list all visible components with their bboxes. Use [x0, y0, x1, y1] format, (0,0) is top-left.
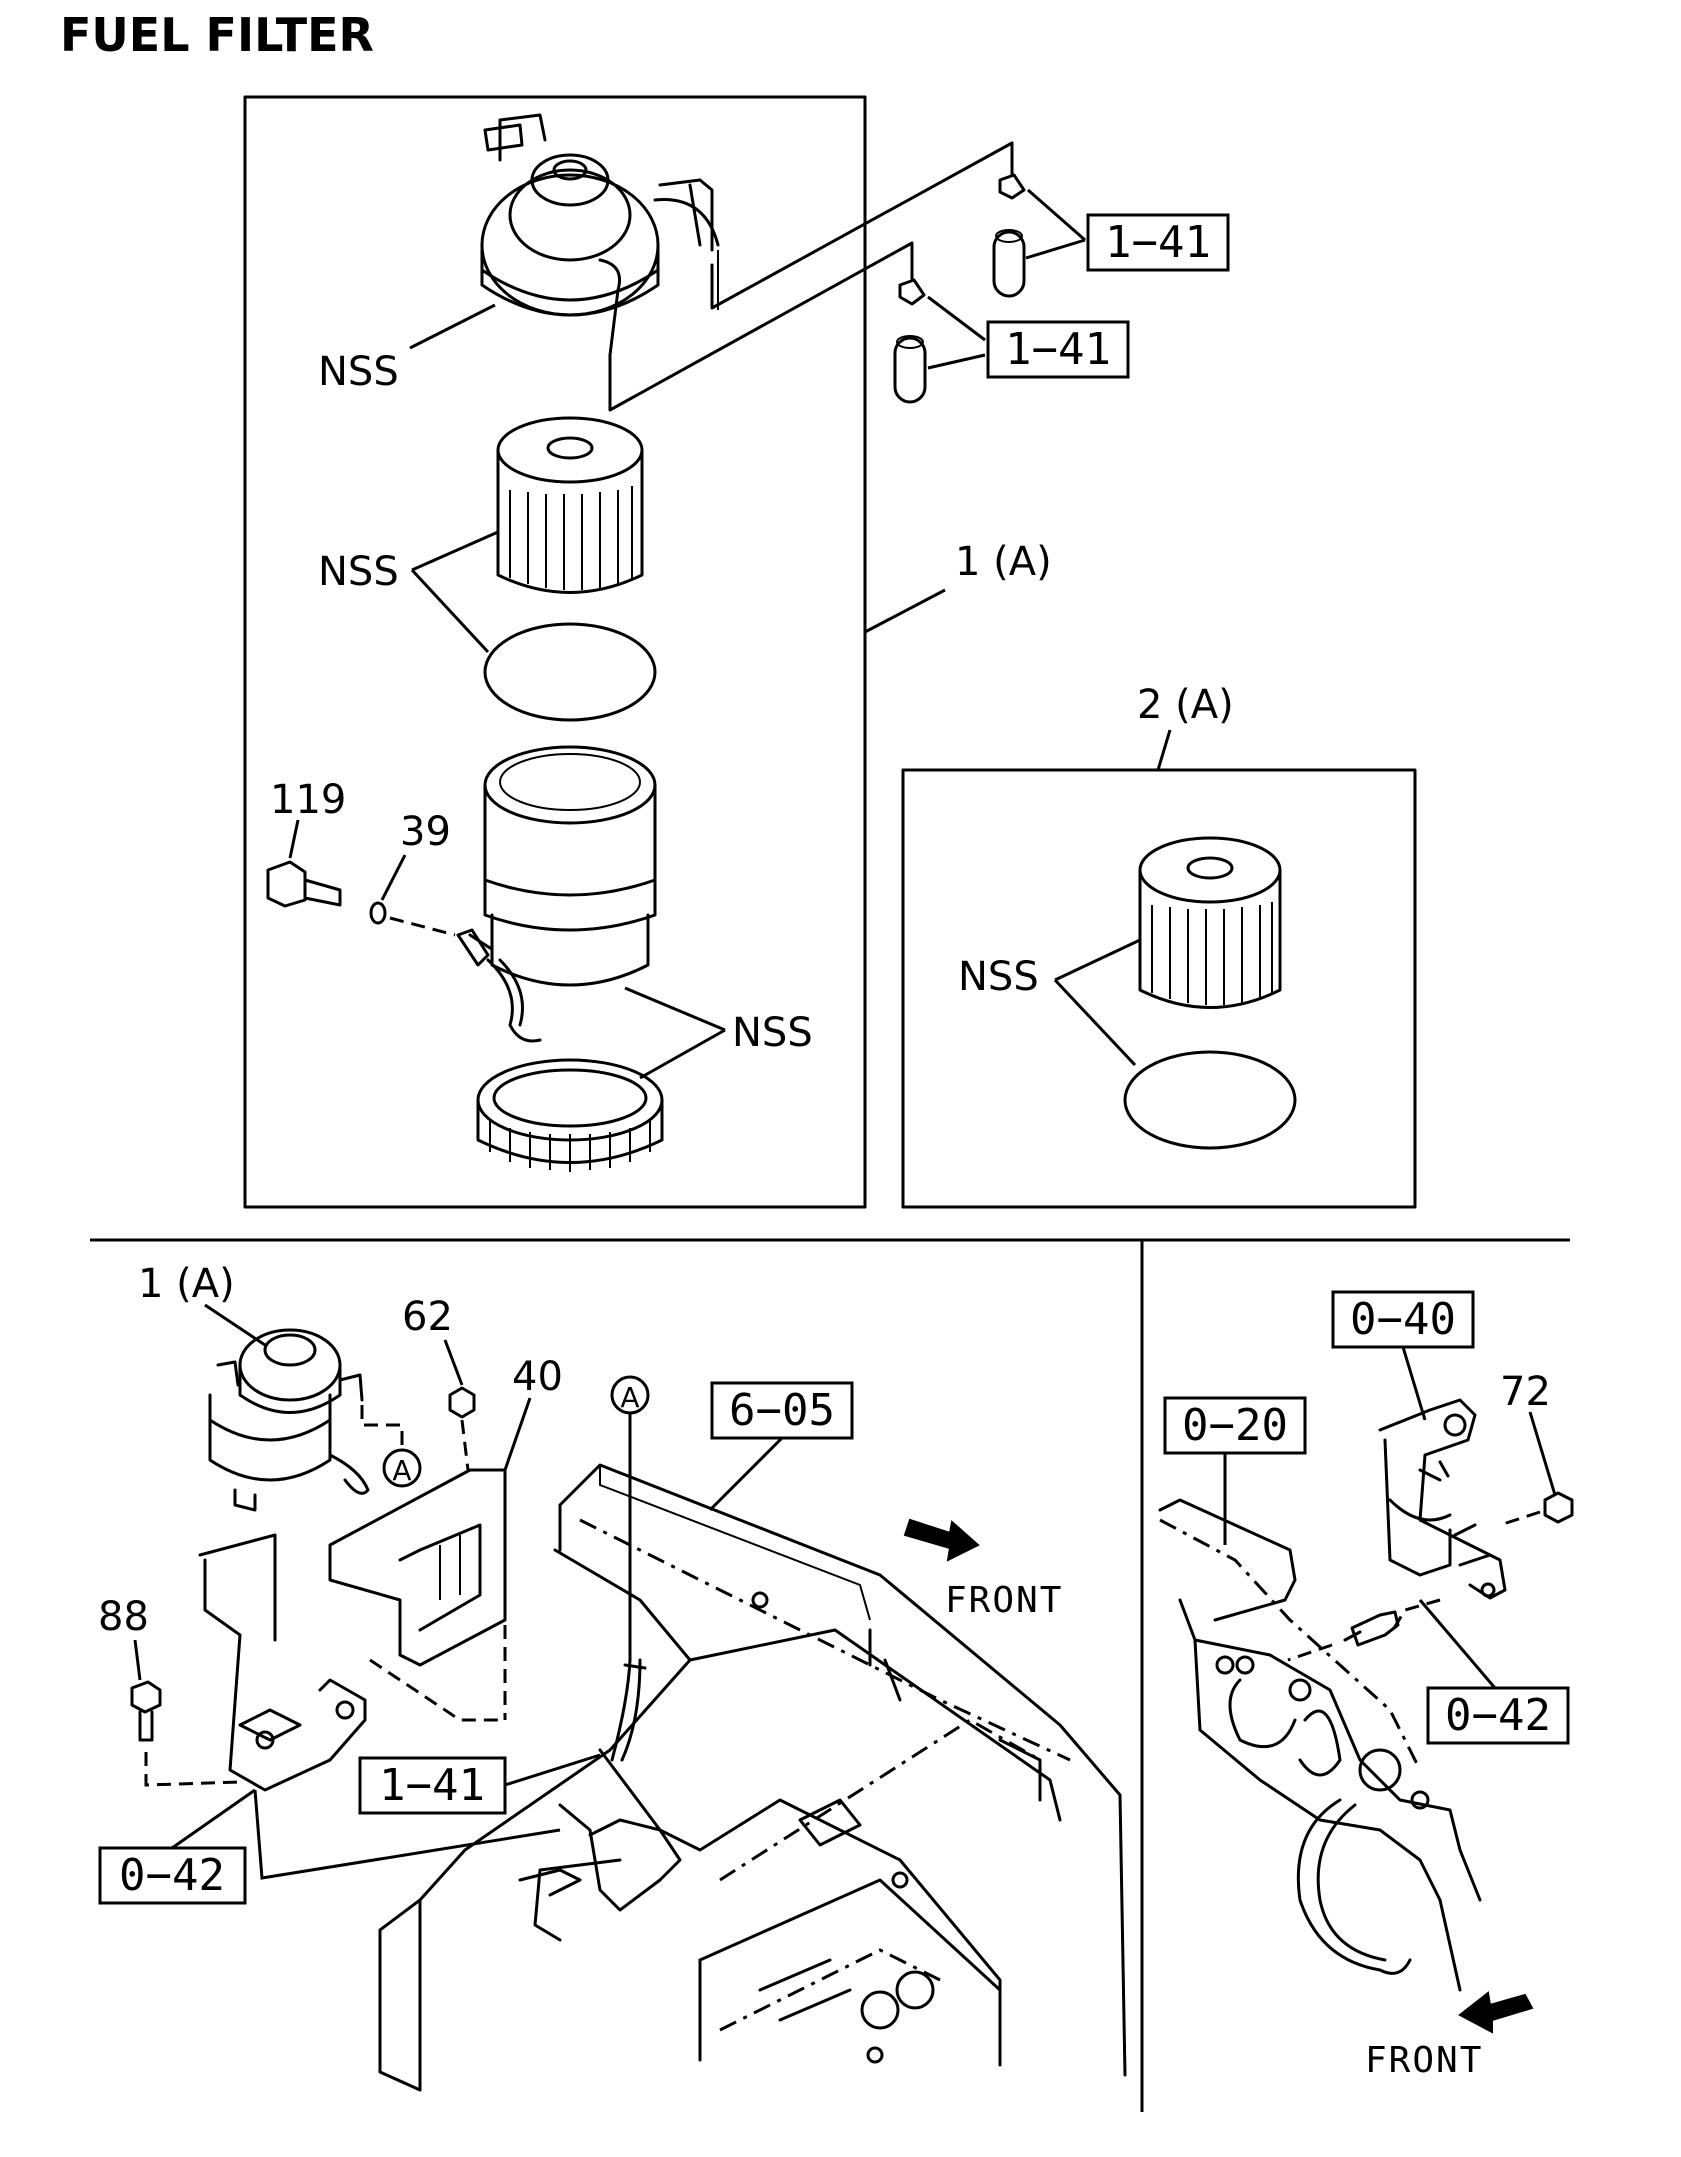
ref-box-frame-6-05[interactable] [710, 1381, 854, 1440]
front-arrow-left-icon [903, 1518, 980, 1562]
label-nss-element: NSS [318, 549, 399, 595]
clip-hose-lower [893, 278, 927, 404]
hose-route-upper [710, 141, 1014, 310]
label-nss-head: NSS [318, 349, 399, 395]
filter-bowl [456, 745, 657, 1043]
ref-hose-upper: 1−41 [1105, 217, 1211, 268]
ref-frame-6-05: 6−05 [729, 1385, 835, 1436]
bracket-on-frame [558, 1803, 682, 1912]
mount-bracket-0-42 [198, 1533, 367, 1792]
marker-a-left [382, 1448, 422, 1488]
label-part-39: 39 [400, 809, 451, 855]
marker-a-right-text: A [620, 1381, 639, 1414]
o-ring-39 [369, 901, 387, 925]
vehicle-frame [378, 1463, 1127, 2092]
ref-box-hose-lower[interactable] [986, 320, 1130, 379]
kit-o-ring [1123, 1050, 1297, 1150]
label-kit-nss: NSS [958, 954, 1039, 1000]
marker-a-left-text: A [392, 1454, 411, 1487]
filter-element [496, 416, 644, 594]
front-arrow-right-icon [1458, 1991, 1534, 2034]
front-label-left: FRONT [945, 1580, 1063, 1621]
chassis-frame-0-20 [1158, 1498, 1482, 1992]
ref-frame-0-20: 0−20 [1182, 1400, 1288, 1451]
clip-hose-upper [992, 173, 1026, 298]
water-sensor-119 [266, 860, 342, 908]
ref-box-mount-0-40[interactable] [1331, 1290, 1475, 1349]
front-label-right: FRONT [1365, 2040, 1483, 2081]
mount-bracket-0-40 [1378, 1398, 1507, 1600]
bowl-base-ring [476, 1058, 664, 1172]
label-nss-bowl: NSS [732, 1010, 813, 1056]
hose-route-lower [608, 241, 914, 412]
installed-filter-assembly [208, 1328, 370, 1512]
label-assembly-1a: 1 (A) [955, 539, 1052, 585]
ref-box-hose-upper[interactable] [1086, 213, 1230, 272]
filter-head [480, 113, 714, 357]
o-ring [483, 622, 657, 722]
ref-bottom-hose: 1−41 [379, 1760, 485, 1811]
page-title: FUEL FILTER [60, 8, 374, 62]
nut-72 [1543, 1491, 1574, 1524]
label-part-88: 88 [98, 1594, 149, 1640]
kit-filter-element [1138, 836, 1282, 1009]
ref-box-frame-0-20[interactable] [1163, 1396, 1307, 1455]
label-part-72: 72 [1500, 1369, 1551, 1415]
ref-bolt-0-42: 0−42 [1445, 1690, 1551, 1741]
nut-62 [448, 1386, 476, 1419]
ref-hose-lower: 1−41 [1005, 324, 1111, 375]
label-part-119: 119 [270, 777, 346, 823]
ref-box-bottom-hose[interactable] [358, 1756, 507, 1815]
assembly-panel-frame [243, 95, 867, 1209]
label-part-40: 40 [512, 1354, 563, 1400]
ref-bracket-left: 0−42 [119, 1850, 225, 1901]
label-kit-2a: 2 (A) [1137, 682, 1234, 728]
ref-mount-0-40: 0−40 [1350, 1294, 1456, 1345]
label-bottom-1a: 1 (A) [138, 1261, 235, 1307]
ref-box-bolt-0-42[interactable] [1426, 1686, 1570, 1745]
label-part-62: 62 [402, 1294, 453, 1340]
bolt-88 [130, 1680, 162, 1742]
stud-bolt-0-42 [1343, 1610, 1400, 1647]
fuel-line [610, 1411, 632, 1762]
bracket-40 [328, 1468, 507, 1667]
